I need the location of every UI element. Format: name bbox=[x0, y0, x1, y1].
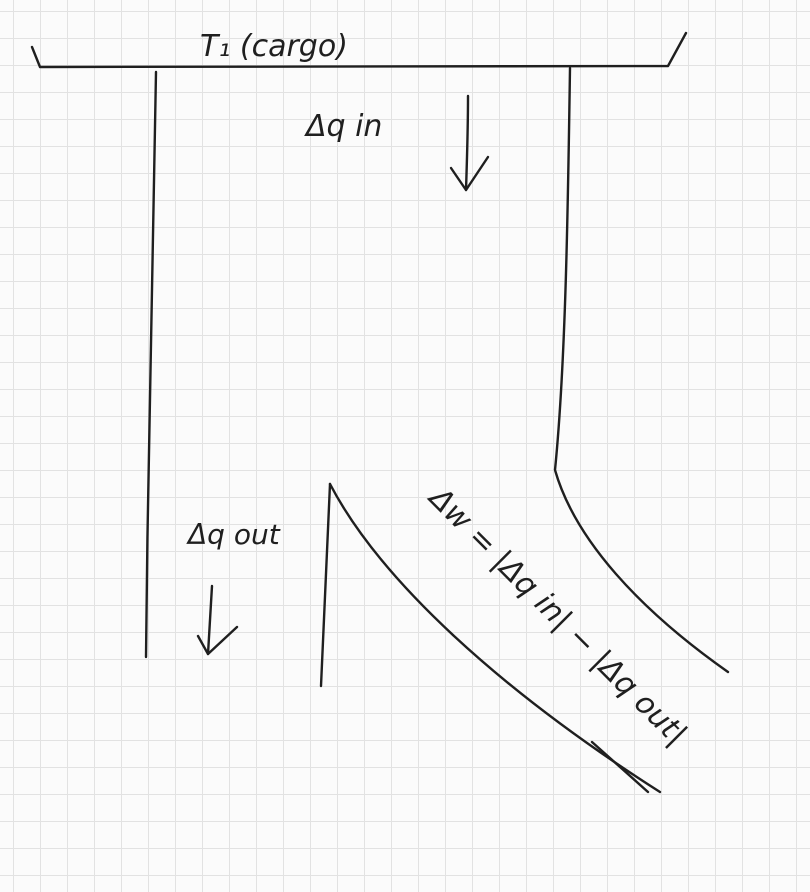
right-pipe-wall bbox=[553, 66, 730, 674]
reservoir-label: T₁ (cargo) bbox=[200, 29, 348, 64]
reservoir-bar bbox=[30, 31, 688, 69]
work-outlet-wall bbox=[328, 482, 662, 794]
heat-out-arrow-shaft bbox=[206, 584, 214, 656]
work-equation-underline bbox=[590, 740, 650, 794]
work-equation-label: Δw = |Δq in| − |Δq out| bbox=[421, 479, 694, 752]
heat-in-arrow-shaft bbox=[464, 94, 470, 192]
heat-in-arrowhead bbox=[449, 155, 490, 192]
heat-out-arrowhead bbox=[196, 625, 239, 656]
heat-out-label: Δq out bbox=[186, 518, 281, 551]
left-pipe-wall bbox=[144, 70, 158, 659]
heat-in-label: Δq in bbox=[304, 109, 382, 144]
inner-divider-wall bbox=[319, 482, 332, 688]
